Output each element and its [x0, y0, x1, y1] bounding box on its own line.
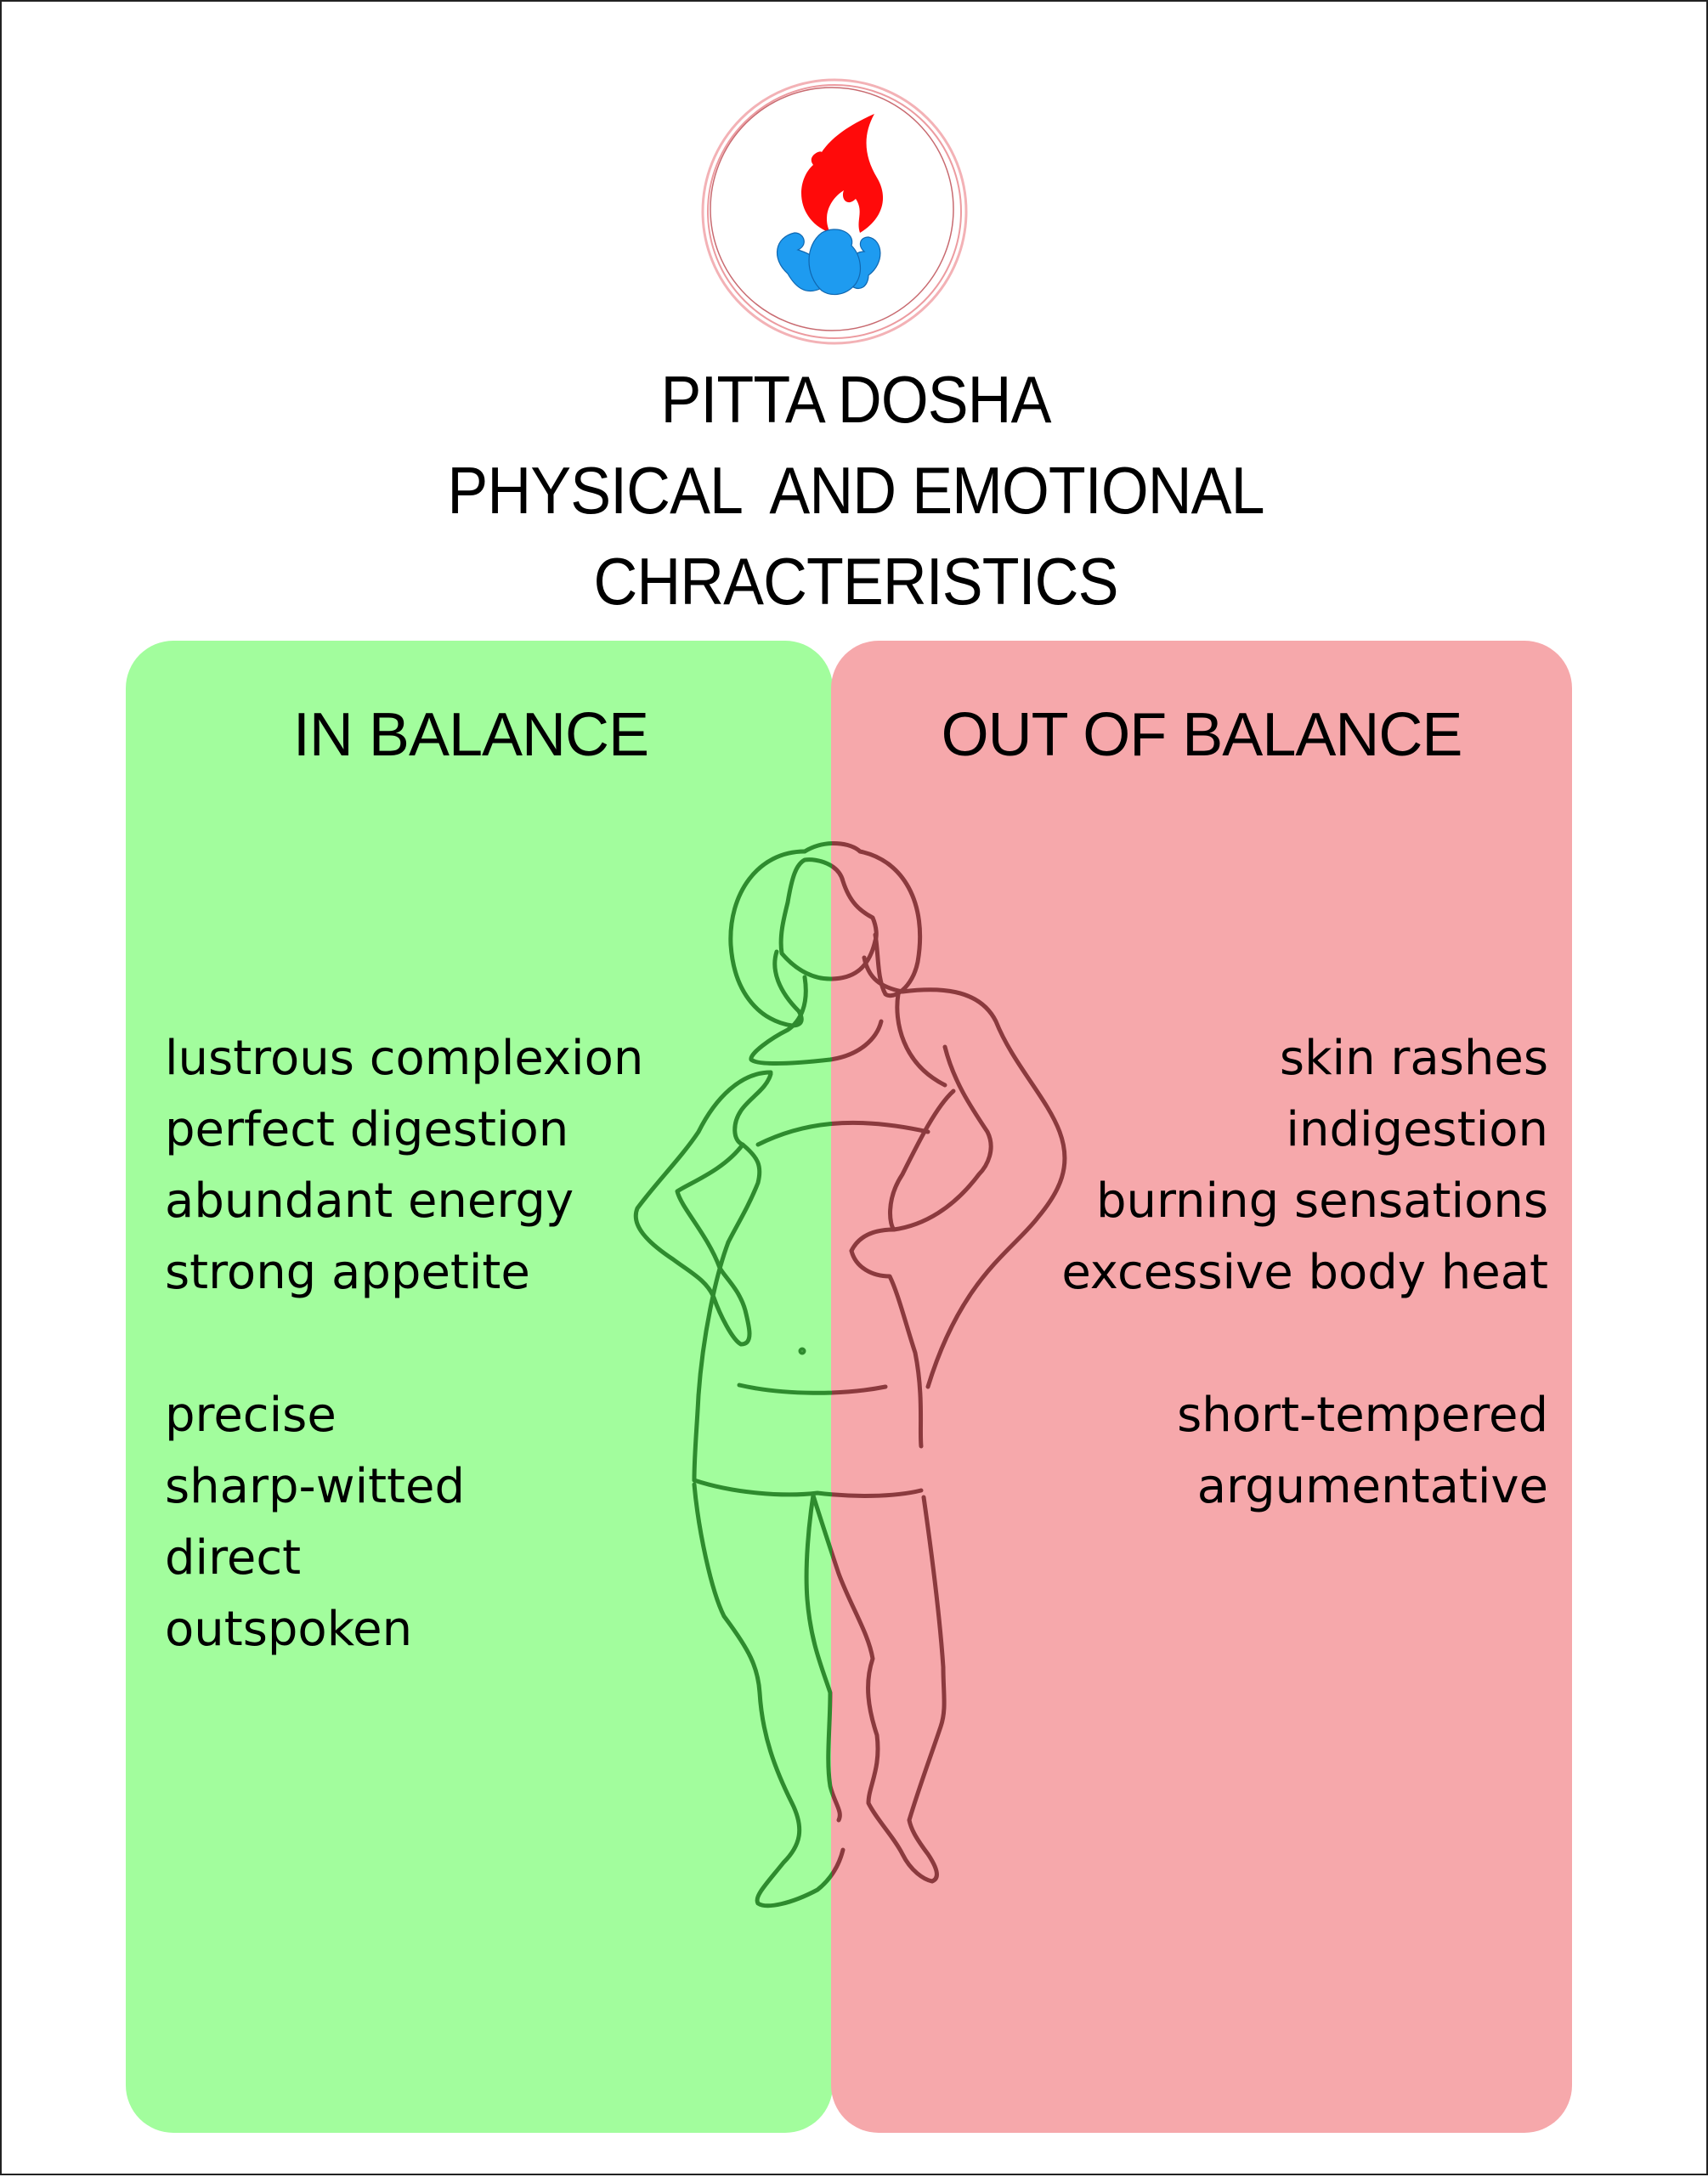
list-item: precise	[165, 1388, 337, 1443]
in-balance-list: lustrous complexion perfect digestion ab…	[165, 1023, 643, 1665]
list-item: perfect digestion	[165, 1102, 569, 1157]
out-of-balance-list: skin rashes indigestion burning sensatio…	[1061, 1023, 1548, 1523]
list-item: indigestion	[1286, 1102, 1548, 1157]
title-line-1: PITTA DOSHA	[660, 362, 1051, 437]
list-item: argumentative	[1196, 1459, 1548, 1514]
list-item: skin rashes	[1279, 1031, 1548, 1086]
list-item: short-tempered	[1177, 1388, 1548, 1443]
list-item: abundant energy	[165, 1173, 574, 1229]
list-item: excessive body heat	[1061, 1245, 1548, 1300]
list-item: strong appetite	[165, 1245, 530, 1300]
page-title: PITTA DOSHA PHYSICAL AND EMOTIONAL CHRAC…	[2, 354, 1708, 627]
fire-and-water-icon	[701, 78, 968, 345]
title-line-3: CHRACTERISTICS	[593, 544, 1118, 619]
list-item: outspoken	[165, 1602, 413, 1657]
list-item: direct	[165, 1530, 302, 1586]
list-item: sharp-witted	[165, 1459, 466, 1514]
list-item: burning sensations	[1095, 1173, 1548, 1229]
out-of-balance-panel: OUT OF BALANCE skin rashes indigestion b…	[831, 641, 1572, 2133]
list-item: lustrous complexion	[165, 1031, 644, 1086]
in-balance-panel: IN BALANCE lustrous complexion perfect d…	[126, 641, 833, 2133]
in-balance-heading: IN BALANCE	[292, 701, 649, 769]
out-of-balance-heading: OUT OF BALANCE	[941, 701, 1463, 769]
title-line-2: PHYSICAL AND EMOTIONAL	[447, 453, 1264, 528]
